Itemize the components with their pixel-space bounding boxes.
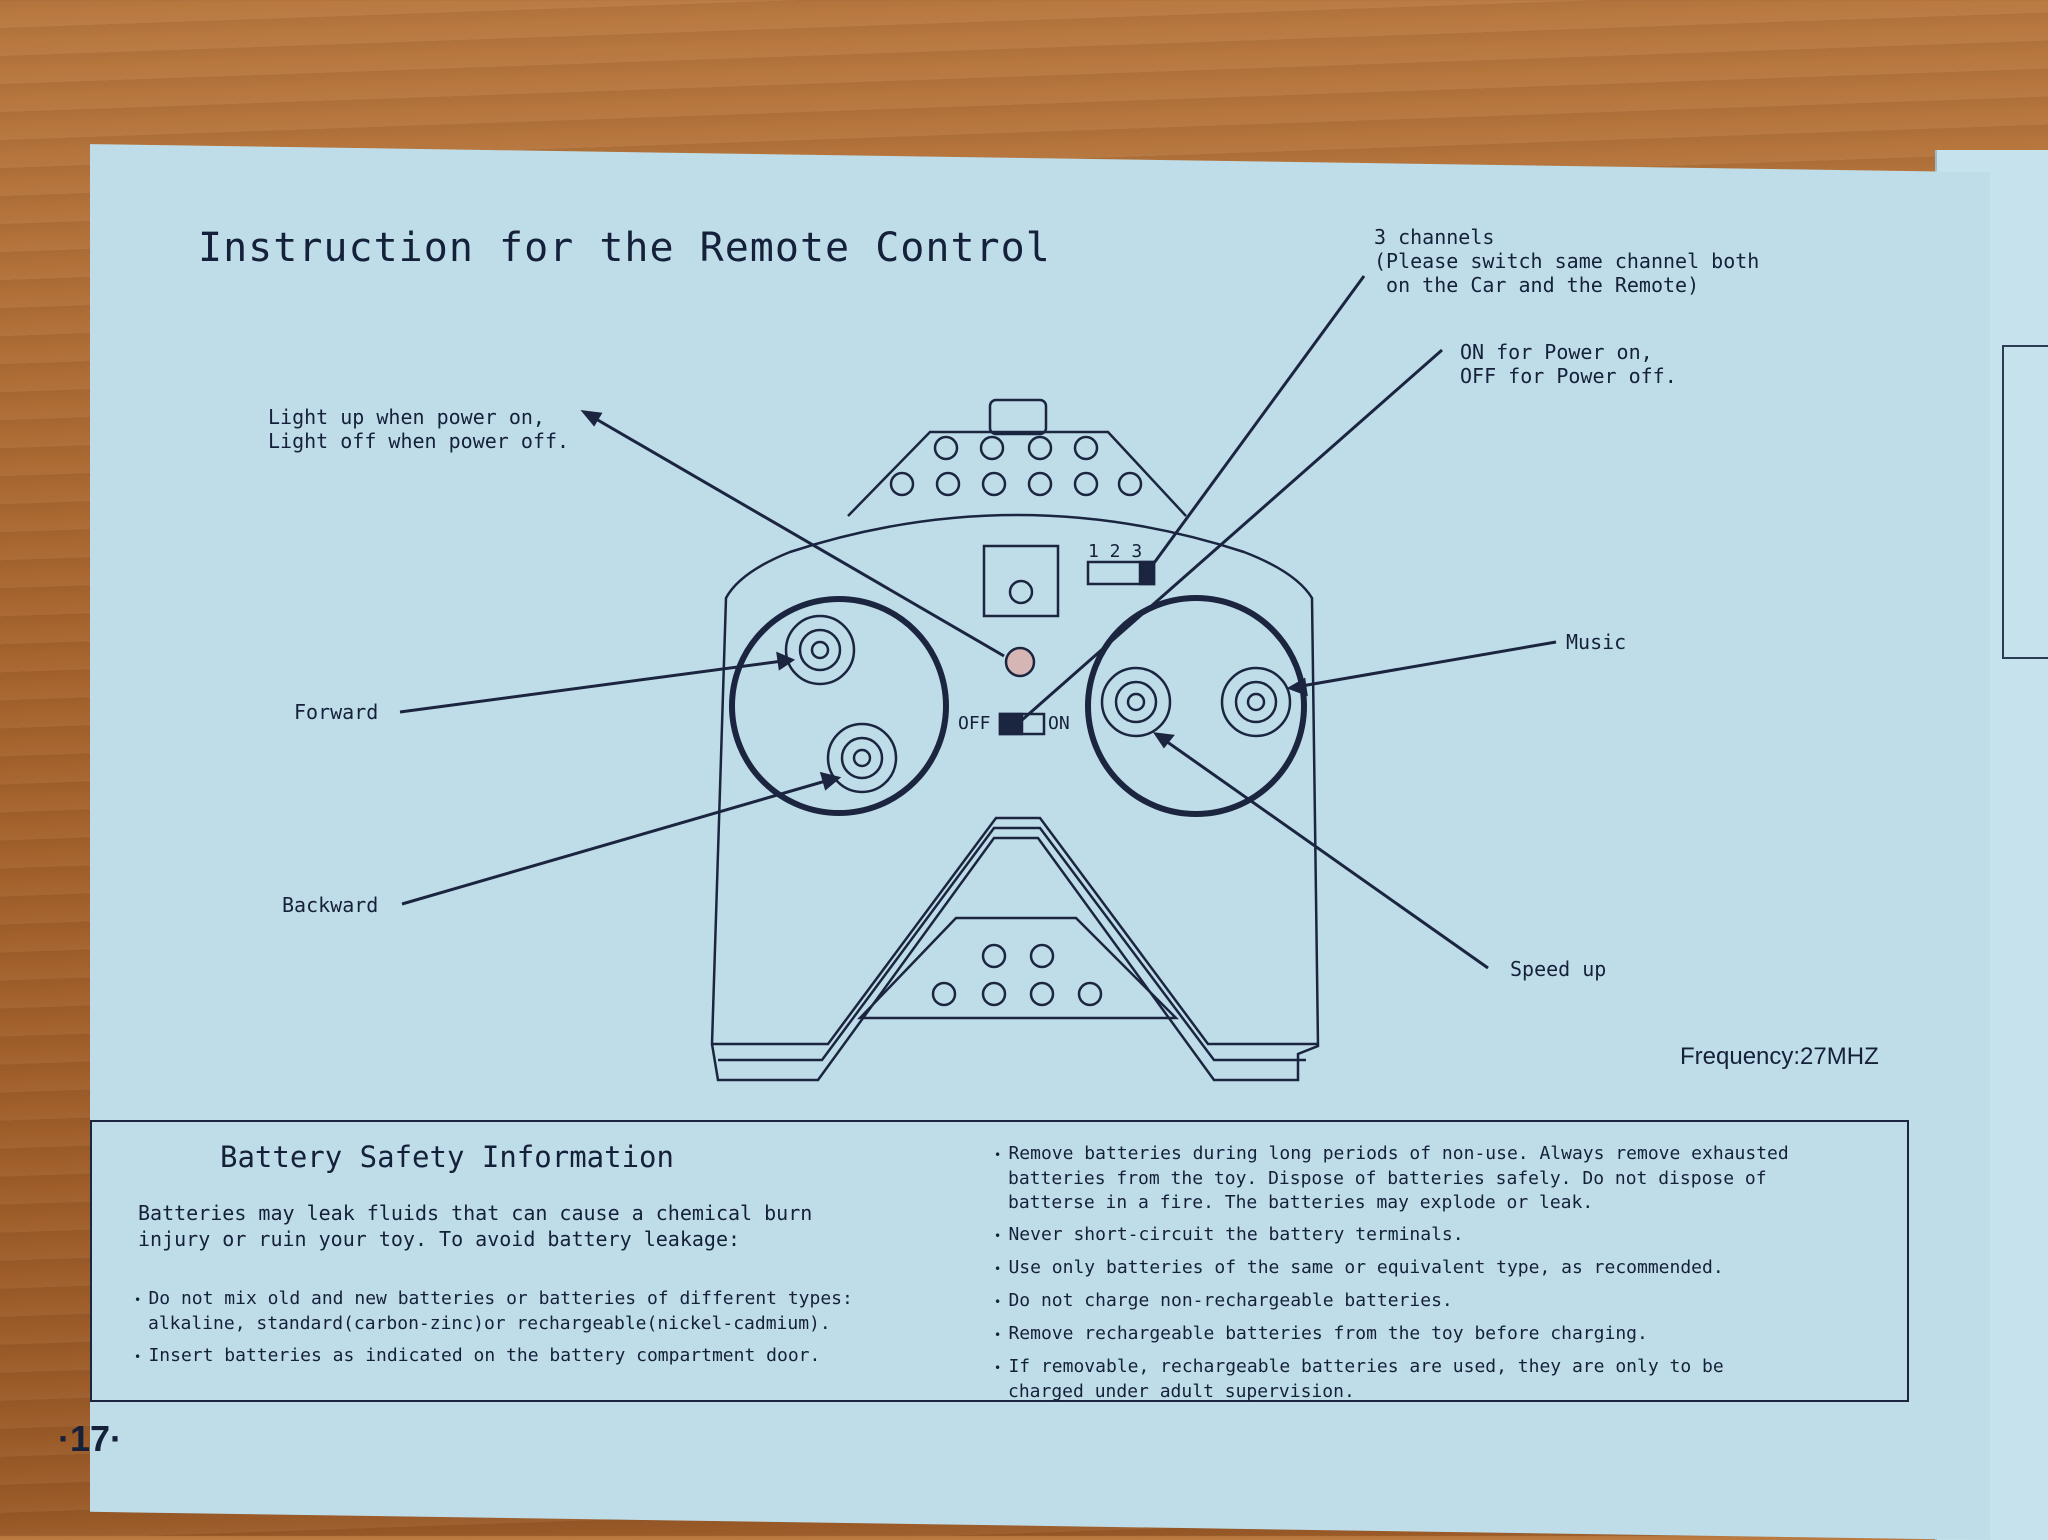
forward-button	[784, 614, 856, 686]
music-button	[1220, 666, 1292, 738]
switch-off-label: OFF	[958, 713, 991, 734]
remote-body	[710, 513, 1320, 1082]
leader-light	[583, 410, 1005, 658]
list-item: Never short-circuit the battery terminal…	[992, 1223, 1892, 1248]
channels-label: 3 channels (Please switch same channel b…	[1374, 225, 1760, 297]
list-item: Do not mix old and new batteries or batt…	[132, 1287, 1012, 1336]
page-number: ·17·	[58, 1418, 123, 1459]
top-bump	[847, 430, 1187, 517]
battery-safety-title: Battery Safety Information	[220, 1140, 674, 1174]
leader-backward	[401, 776, 837, 906]
backward-button	[826, 722, 898, 794]
battery-safety-right-list: Remove batteries during long periods of …	[992, 1142, 1892, 1412]
leader-speed	[1155, 732, 1489, 970]
list-item: Use only batteries of the same or equiva…	[992, 1256, 1892, 1281]
battery-safety-left-list: Do not mix old and new batteries or batt…	[132, 1287, 1012, 1377]
left-dial-ring	[729, 596, 949, 816]
switch-on-label: ON	[1048, 713, 1070, 734]
antenna-nub	[988, 398, 1048, 436]
next-page-box-fragment	[2002, 345, 2048, 659]
leader-music	[1289, 640, 1557, 690]
backward-label: Backward	[282, 893, 379, 917]
list-item: Remove rechargeable batteries from the t…	[992, 1322, 1892, 1347]
music-label: Music	[1566, 630, 1627, 654]
speed-up-button	[1100, 666, 1172, 738]
page-title: Instruction for the Remote Control	[198, 225, 1051, 271]
list-item: Remove batteries during long periods of …	[992, 1142, 1892, 1215]
light-label: Light up when power on, Light off when p…	[268, 405, 570, 453]
list-item: Do not charge non-rechargeable batteries…	[992, 1289, 1892, 1314]
right-dial-ring	[1085, 595, 1307, 817]
center-square	[982, 544, 1060, 618]
bottom-notch-inner	[718, 826, 1306, 1062]
power-led	[1004, 646, 1036, 678]
bottom-notch	[712, 816, 1318, 1046]
leader-power	[1021, 348, 1443, 722]
list-item: If removable, rechargeable batteries are…	[992, 1355, 1892, 1404]
power-label: ON for Power on, OFF for Power off.	[1460, 340, 1677, 388]
channel-numbers: 1 2 3	[1088, 541, 1142, 562]
battery-safety-box: Battery Safety Information Batteries may…	[90, 1120, 1909, 1402]
leader-forward	[399, 658, 791, 714]
bottom-panel	[857, 916, 1180, 1020]
battery-safety-intro: Batteries may leak fluids that can cause…	[138, 1201, 813, 1251]
frequency-label: Frequency:27MHZ	[1680, 1043, 1879, 1070]
speed-up-label: Speed up	[1510, 957, 1607, 981]
list-item: Insert batteries as indicated on the bat…	[132, 1344, 1012, 1369]
leader-channels	[1144, 275, 1366, 575]
forward-label: Forward	[294, 700, 379, 724]
